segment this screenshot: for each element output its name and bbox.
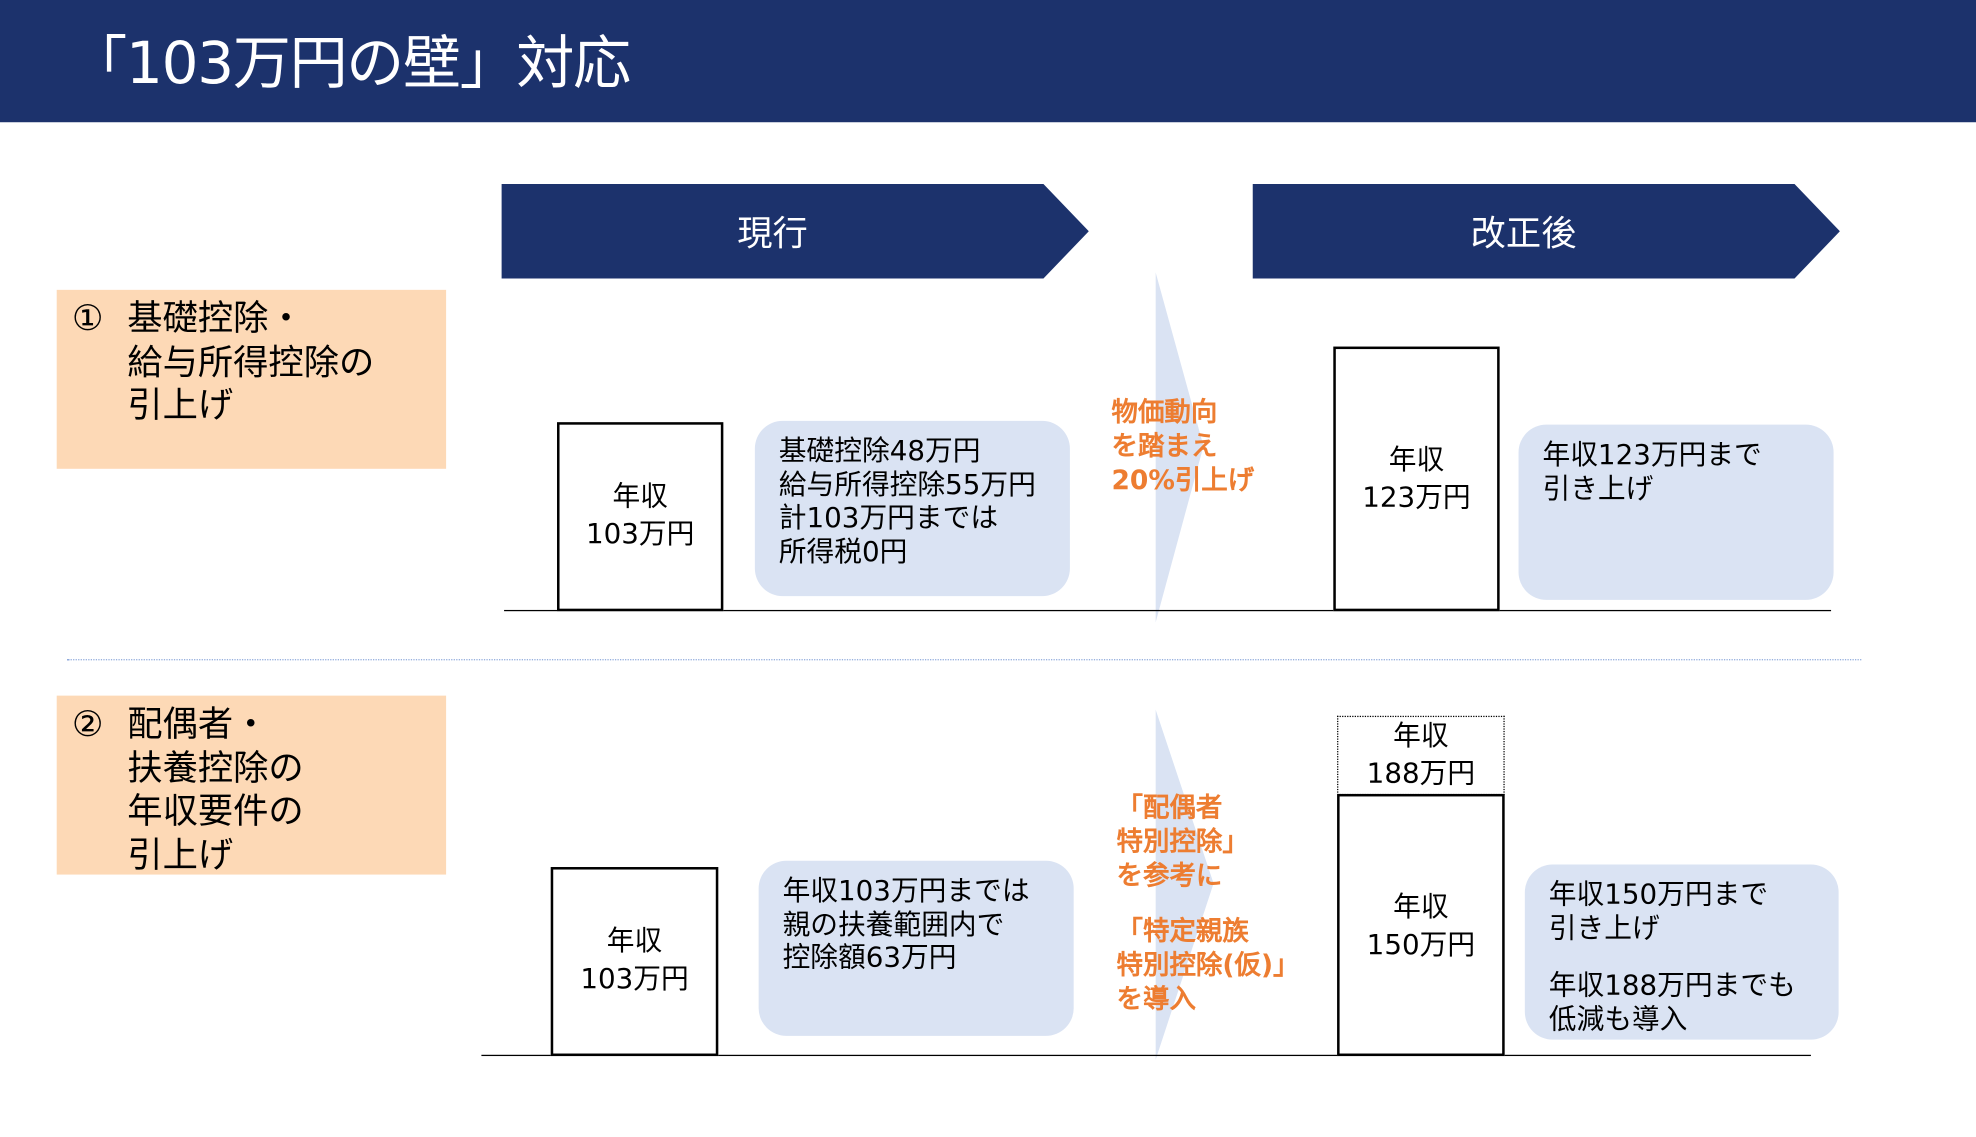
arrow-right-icon	[1155, 709, 1214, 1060]
reason-line: 物価動向	[1111, 396, 1218, 428]
current-note: 基礎控除48万円 給与所得控除55万円 計103万円までは 所得税0円	[754, 420, 1070, 597]
reason-line: 特別控除」	[1116, 826, 1249, 857]
note-line: 計103万円までは	[778, 502, 999, 535]
reason-text: 「配偶者 特別控除」 を参考に 「特定親族 特別控除(仮)」 を導入	[1117, 791, 1300, 1017]
note-line: 年収103万円までは	[782, 875, 1030, 908]
note-line: 低減も導入	[1548, 1003, 1688, 1036]
box-text: 103万円	[580, 964, 689, 996]
label-line: 扶養控除の	[127, 746, 304, 789]
title-bar	[0, 0, 1976, 123]
reason-line: 20%引上げ	[1111, 465, 1255, 496]
box-text: 123万円	[1362, 482, 1471, 515]
revised-upper-income-box: 年収 188万円	[1337, 715, 1505, 796]
label-line: 配偶者・	[127, 703, 269, 745]
note-line: 給与所得控除55万円	[778, 469, 1036, 501]
note-line: 引き上げ	[1548, 913, 1660, 945]
revised-note: 年収150万円まで 引き上げ 年収188万円までも 低減も導入	[1524, 864, 1839, 1040]
current-note: 年収103万円までは 親の扶養範囲内で 控除額63万円	[758, 860, 1074, 1036]
baseline	[481, 1054, 1811, 1057]
note-line: 基礎控除48万円	[778, 436, 981, 468]
note-line: 親の扶養範囲内で	[782, 909, 1005, 941]
section-divider	[66, 659, 1862, 661]
revised-income-box: 年収 150万円	[1337, 793, 1505, 1057]
reason-line: 「特定親族	[1116, 916, 1249, 947]
label-line: 引上げ	[127, 833, 234, 876]
reason-line: を導入	[1116, 984, 1196, 1015]
current-income-box: 年収 103万円	[557, 422, 724, 612]
revised-income-box: 年収 123万円	[1333, 346, 1500, 612]
arrow-right-icon	[1155, 272, 1204, 623]
header-current-label: 現行	[737, 212, 808, 254]
note-line: 控除額63万円	[782, 942, 957, 975]
note-line: 所得税0円	[778, 536, 908, 568]
reason-line: を踏まえ	[1111, 430, 1218, 462]
page-title: 「103万円の壁」対応	[69, 28, 631, 98]
note-line: 年収150万円まで	[1548, 879, 1769, 912]
box-text: 103万円	[585, 519, 695, 551]
section-number: ①	[71, 297, 104, 339]
reason-line: 「配偶者	[1116, 792, 1223, 823]
box-text: 年収	[1393, 892, 1449, 924]
label-line: 給与所得控除の	[127, 340, 375, 383]
header-current: 現行	[501, 183, 1089, 279]
box-text: 年収	[612, 481, 668, 513]
box-text: 年収	[1393, 720, 1449, 752]
revised-note: 年収123万円まで 引き上げ	[1518, 424, 1834, 600]
section2-label: ② 配偶者・ 扶養控除の 年収要件の 引上げ	[56, 695, 447, 876]
label-line: 基礎控除・	[127, 297, 304, 339]
label-line: 年収要件の	[127, 790, 304, 832]
note-line: 年収188万円までも	[1548, 970, 1796, 1002]
section1-label: ① 基礎控除・ 給与所得控除の 引上げ	[56, 289, 447, 469]
note-line: 引き上げ	[1542, 473, 1654, 505]
baseline	[504, 609, 1832, 612]
current-income-box: 年収 103万円	[550, 867, 719, 1057]
box-text: 年収	[1388, 444, 1445, 477]
label-line: 引上げ	[127, 384, 234, 426]
box-text: 年収	[606, 926, 663, 958]
header-revised: 改正後	[1252, 183, 1840, 279]
header-revised-label: 改正後	[1470, 212, 1577, 254]
section-number: ②	[71, 703, 104, 745]
reason-line: を参考に	[1116, 860, 1223, 891]
box-text: 150万円	[1366, 930, 1476, 962]
reason-line: 特別控除(仮)」	[1116, 950, 1300, 981]
reason-text: 物価動向 を踏まえ 20%引上げ	[1111, 396, 1254, 498]
note-line: 年収123万円まで	[1542, 439, 1762, 472]
box-text: 188万円	[1366, 758, 1476, 790]
